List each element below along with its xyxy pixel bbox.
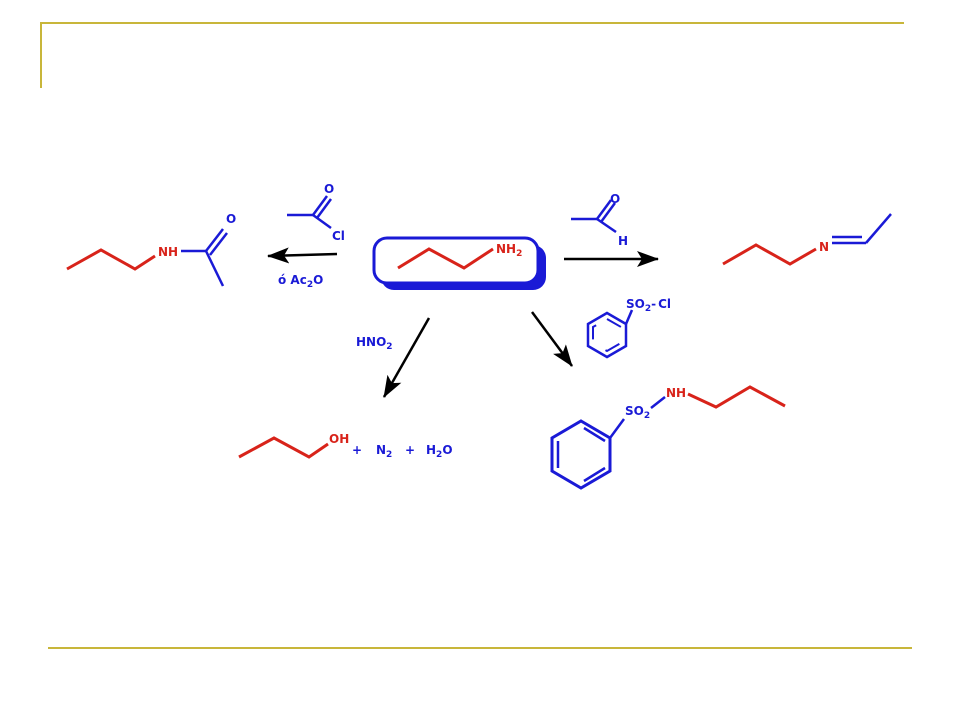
plus-sign-2: + xyxy=(405,443,415,457)
arrow-down-right-icon xyxy=(530,311,574,367)
aldehyde-reagent: O H xyxy=(571,192,628,248)
amide-nh: NH xyxy=(158,245,178,259)
amide-o: O xyxy=(226,212,236,226)
sulfonamide-product: SO2 NH xyxy=(550,385,786,490)
amine-label: NH2 xyxy=(496,242,522,259)
water-label: H2O xyxy=(426,443,453,460)
center-propylamine: NH2 xyxy=(372,236,546,290)
acylation-product: NH O xyxy=(66,212,236,287)
acyl-reagent-cl: Cl xyxy=(332,229,345,243)
acetic-anhydride-label: ó Ac2O xyxy=(278,273,323,290)
sulfonyl-reagent-label: SO2-Cl xyxy=(626,297,671,314)
propyl-chain xyxy=(66,248,156,271)
propyl-chain xyxy=(687,385,786,409)
bottom-rule xyxy=(48,647,912,649)
sulfonamide-so2: SO2 xyxy=(625,404,650,421)
imine-product: N xyxy=(722,213,892,266)
carbonyl-bond xyxy=(311,195,329,216)
acyl-reagent-o: O xyxy=(324,182,334,196)
benzene-ring-icon xyxy=(550,419,612,490)
nitrogen-gas-label: N2 xyxy=(376,443,392,460)
arrow-down-left-icon xyxy=(382,317,431,398)
aldehyde-h: H xyxy=(618,234,628,248)
nitrous-acid-label: HNO2 xyxy=(356,335,393,352)
plus-sign-1: + xyxy=(352,443,362,457)
propyl-chain xyxy=(397,247,494,270)
acylation-reagent: O Cl xyxy=(287,182,345,243)
left-rule xyxy=(40,22,42,88)
sulfonyl-reagent: SO2-Cl xyxy=(586,297,671,359)
aldehyde-o: O xyxy=(610,192,620,206)
alcohol-product: OH xyxy=(238,432,349,459)
arrow-left-icon xyxy=(267,247,338,264)
box-outline xyxy=(372,236,540,285)
sulfonamide-nh: NH xyxy=(666,386,686,400)
alcohol-oh: OH xyxy=(329,432,349,446)
imine-n: N xyxy=(819,240,829,254)
top-rule xyxy=(40,22,904,24)
propyl-chain xyxy=(238,436,329,459)
propyl-chain xyxy=(722,243,817,266)
